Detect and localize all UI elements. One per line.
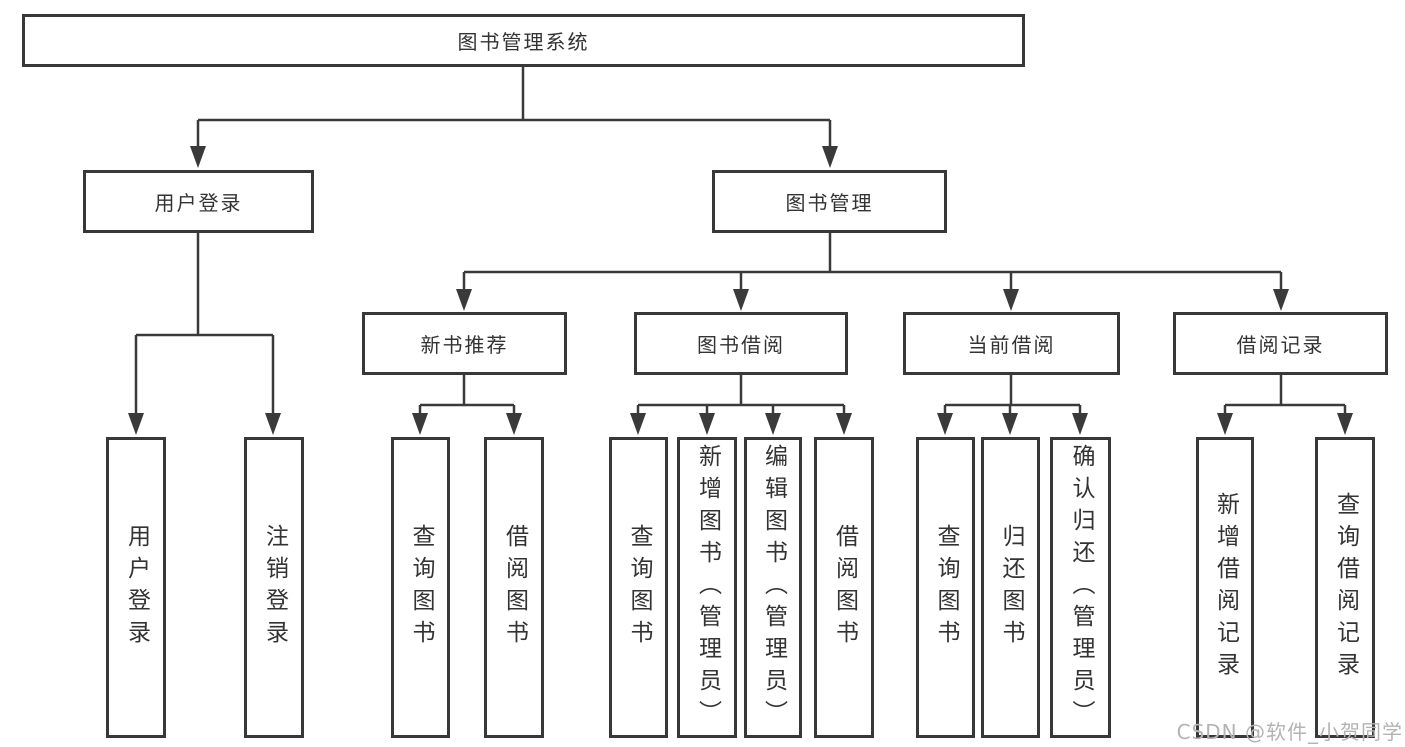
- leaf-label: 查询图书: [408, 523, 434, 652]
- leaf-edit-books-admin: 编辑图书（管理员）: [744, 437, 802, 738]
- leaf-borrow-books-recommend: 借阅图书: [484, 437, 544, 738]
- node-library-management-system: 图书管理系统: [22, 14, 1025, 67]
- leaf-label: 编辑图书（管理员）: [760, 443, 787, 732]
- leaf-user-login: 用户登录: [106, 437, 166, 738]
- node-book-management: 图书管理: [712, 170, 947, 233]
- leaf-return-books: 归还图书: [981, 437, 1040, 738]
- leaf-query-books-borrow: 查询图书: [609, 437, 668, 738]
- node-user-login: 用户登录: [83, 170, 314, 233]
- leaf-label: 用户登录: [123, 523, 150, 652]
- leaf-query-books-recommend: 查询图书: [391, 437, 450, 738]
- leaf-borrow-books: 借阅图书: [814, 437, 874, 738]
- leaf-logout: 注销登录: [244, 437, 304, 738]
- node-borrowing-records: 借阅记录: [1173, 312, 1388, 375]
- node-label: 用户登录: [154, 191, 243, 215]
- node-label: 新书推荐: [420, 333, 509, 357]
- leaf-label: 借阅图书: [831, 523, 858, 652]
- node-book-borrowing: 图书借阅: [634, 312, 848, 375]
- node-label: 图书借阅: [697, 333, 785, 357]
- leaf-label: 注销登录: [261, 523, 288, 652]
- node-label: 借阅记录: [1236, 333, 1325, 357]
- leaf-label: 新增借阅记录: [1212, 491, 1239, 684]
- leaf-label: 查询借阅记录: [1332, 491, 1359, 684]
- node-new-book-recommendation: 新书推荐: [362, 312, 567, 375]
- leaf-label: 查询图书: [626, 523, 652, 652]
- csdn-watermark: CSDN @软件_小贺同学: [1176, 720, 1403, 744]
- leaf-label: 归还图书: [998, 523, 1024, 652]
- leaf-add-borrow-record: 新增借阅记录: [1196, 437, 1254, 738]
- leaf-confirm-return-admin: 确认归还（管理员）: [1050, 437, 1111, 738]
- leaf-label: 确认归还（管理员）: [1068, 443, 1094, 732]
- leaf-label: 借阅图书: [501, 523, 528, 652]
- node-label: 图书管理系统: [457, 30, 590, 54]
- node-label: 当前借阅: [967, 333, 1056, 357]
- leaf-add-books-admin: 新增图书（管理员）: [677, 437, 737, 738]
- leaf-label: 新增图书（管理员）: [694, 443, 721, 732]
- leaf-label: 查询图书: [933, 523, 959, 652]
- node-current-borrowing: 当前借阅: [903, 312, 1120, 375]
- node-label: 图书管理: [785, 191, 874, 215]
- leaf-query-books-current: 查询图书: [916, 437, 975, 738]
- leaf-query-borrow-record: 查询借阅记录: [1315, 437, 1375, 738]
